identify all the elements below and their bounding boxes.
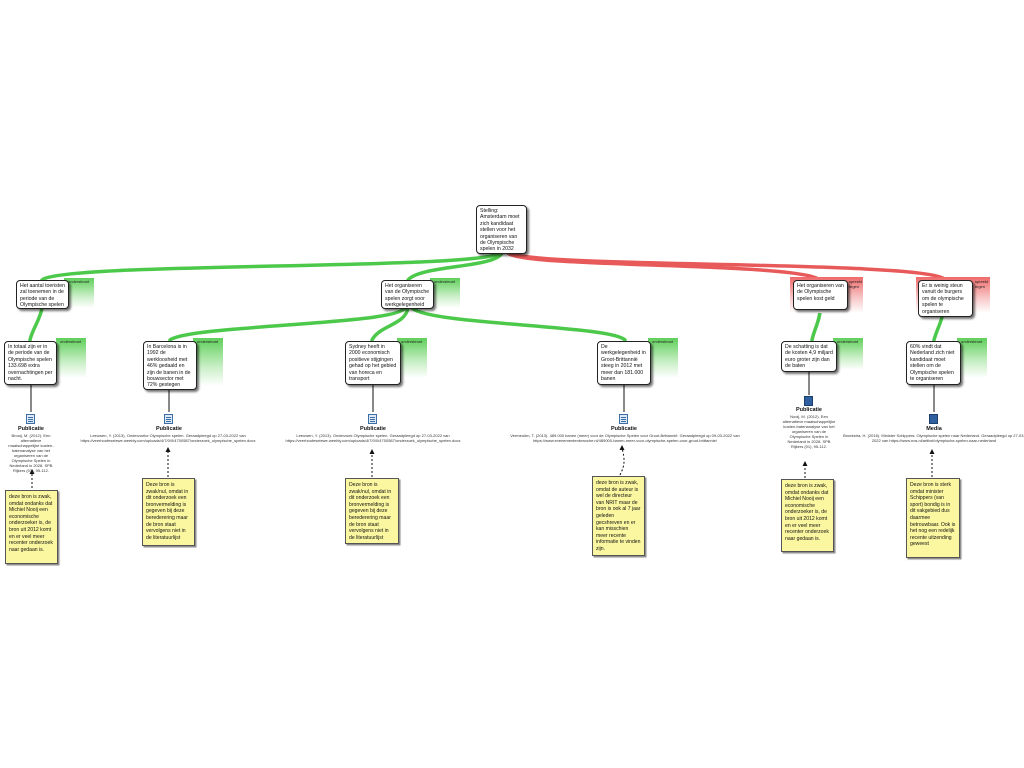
ev1-tag: ondersteunt [60, 339, 82, 344]
source1-type: Publicatie [18, 426, 44, 432]
arg2-flag [430, 278, 460, 308]
ev2-claim[interactable]: In Barcelona is in 1992 de werkloosheid … [143, 341, 197, 390]
arg2-claim[interactable]: Het organiseren van de Olympische spelen… [381, 280, 434, 309]
link-arg1-ev1 [28, 306, 44, 342]
document-icon[interactable] [26, 414, 35, 424]
source3-type: Publicatie [360, 426, 386, 432]
source2-type: Publicatie [156, 426, 182, 432]
arg2-tag: ondersteunt [434, 279, 456, 284]
note-5[interactable]: deze bron is zwak, omdat ondanks dat Mic… [781, 479, 834, 552]
arg1-tag: ondersteunt [68, 279, 90, 284]
ev4-claim[interactable]: De werkgelegenheid in Groot-Brittannië s… [597, 341, 651, 385]
source1-ref: Brouij, M. (2012). Een alternatieve maat… [8, 433, 54, 473]
arg1-flag [64, 278, 94, 308]
ev1-claim[interactable]: In totaal zijn er in de periode van de O… [4, 341, 57, 385]
ev6-claim[interactable]: 60% vindt dat Nederland zich niet kandid… [906, 341, 961, 385]
link-arg2-ev3 [370, 306, 410, 342]
source2-ref: Leeuwen, Y. (2013). Onderzoeke Olympisch… [80, 433, 256, 443]
source5-type: Publicatie [796, 407, 822, 413]
book-icon[interactable] [929, 414, 938, 424]
source3-ref: Leeuwen, Y. (2013). Onderzoek Olympische… [285, 433, 461, 443]
arg4-claim[interactable]: Er is weinig steun vanuit de burgers om … [918, 280, 973, 317]
source4-type: Publicatie [611, 426, 637, 432]
ev6-flag [957, 338, 987, 378]
link-root-arg2 [406, 251, 504, 282]
ev4-tag: ondersteunt [652, 339, 674, 344]
arg1-claim[interactable]: Het aantal toeristen zal toenemen in de … [16, 280, 69, 309]
ev6-tag: ondersteunt [961, 339, 983, 344]
link-arg4-ev6 [932, 315, 944, 342]
arrowhead-note3 [369, 449, 375, 454]
source5-ref: Nooij, M. (2012). Een alternatieve maats… [782, 414, 836, 449]
arrowhead-note2 [165, 447, 171, 452]
link-note4 [619, 447, 625, 476]
link-root-arg1 [40, 251, 502, 282]
arg4-tag: spreekt tegen [975, 279, 989, 289]
arg3-tag: spreekt tegen [849, 279, 863, 289]
arrowhead-note1 [29, 469, 35, 474]
document-icon[interactable] [368, 414, 377, 424]
ev5-claim[interactable]: De schatting is dat de kosten 4,9 miljar… [781, 341, 837, 372]
arg3-claim[interactable]: Het organiseren van de Olympische spelen… [793, 280, 848, 310]
ev5-tag: ondersteunt [837, 339, 859, 344]
arrowhead-note6 [929, 449, 935, 454]
arrowhead-note4 [619, 445, 625, 450]
link-arg2-ev4 [410, 306, 627, 342]
ev1-flag [56, 338, 86, 378]
source6-ref: Broekstra, H. (2016). Minister Schippers… [843, 433, 1024, 443]
ev2-tag: ondersteunt [197, 339, 219, 344]
root-claim[interactable]: Stelling: Amsterdam moet zich kandidaat … [476, 205, 527, 254]
document-icon[interactable] [164, 414, 173, 424]
ev3-tag: ondersteunt [401, 339, 423, 344]
source6-type: Media [926, 426, 942, 432]
note-1[interactable]: deze bron is zwak, omdat ondanks dat Mic… [5, 490, 58, 564]
arrowhead-note5 [802, 461, 808, 466]
ev3-claim[interactable]: Sydney heeft in 2000 economisch positiev… [345, 341, 401, 385]
book-icon[interactable] [804, 396, 813, 406]
note-3[interactable]: Deze bron is zwak/nul, omdat in dit onde… [345, 478, 399, 544]
ev3-flag [397, 338, 427, 378]
note-2[interactable]: Deze bron is zwak/nul, omdat in dit onde… [142, 478, 195, 546]
ev5-flag [833, 338, 863, 370]
link-arg3-ev5 [810, 308, 822, 342]
link-arg2-ev2 [168, 306, 407, 342]
source4-ref: Vermeulen, T. (2013). 489.000 banen (mee… [510, 433, 740, 443]
note-4[interactable]: deze bron is zwak, omdat de auteur is we… [592, 476, 645, 556]
ev4-flag [648, 338, 678, 378]
link-root-arg4 [510, 251, 948, 282]
ev2-flag [193, 338, 223, 386]
document-icon[interactable] [619, 414, 628, 424]
note-6[interactable]: Deze bron is sterk omdat minister Schipp… [906, 478, 960, 558]
